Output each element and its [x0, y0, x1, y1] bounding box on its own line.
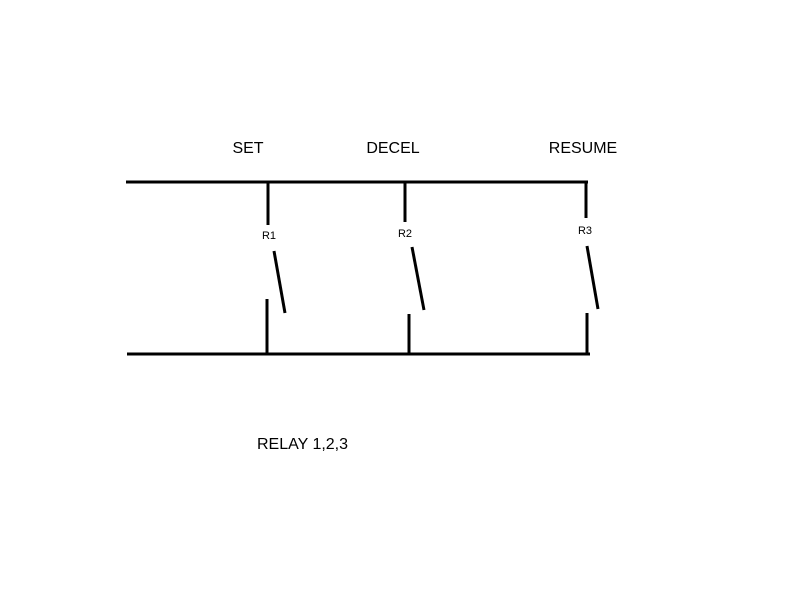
- switch-heading-decel: DECEL: [366, 140, 419, 157]
- switch-resume: RESUME R3: [549, 140, 617, 354]
- relay-label-r3: R3: [578, 225, 592, 237]
- diagram-caption: RELAY 1,2,3: [257, 436, 348, 453]
- relay-label-r1: R1: [262, 230, 276, 242]
- relay-label-r2: R2: [398, 228, 412, 240]
- switch-decel-blade: [410, 246, 426, 311]
- switch-decel: DECEL R2: [366, 140, 426, 354]
- switch-set: SET R1: [232, 140, 287, 354]
- switch-resume-blade: [585, 245, 600, 310]
- switch-set-blade: [272, 250, 287, 314]
- switch-heading-resume: RESUME: [549, 140, 617, 157]
- switch-heading-set: SET: [232, 140, 263, 157]
